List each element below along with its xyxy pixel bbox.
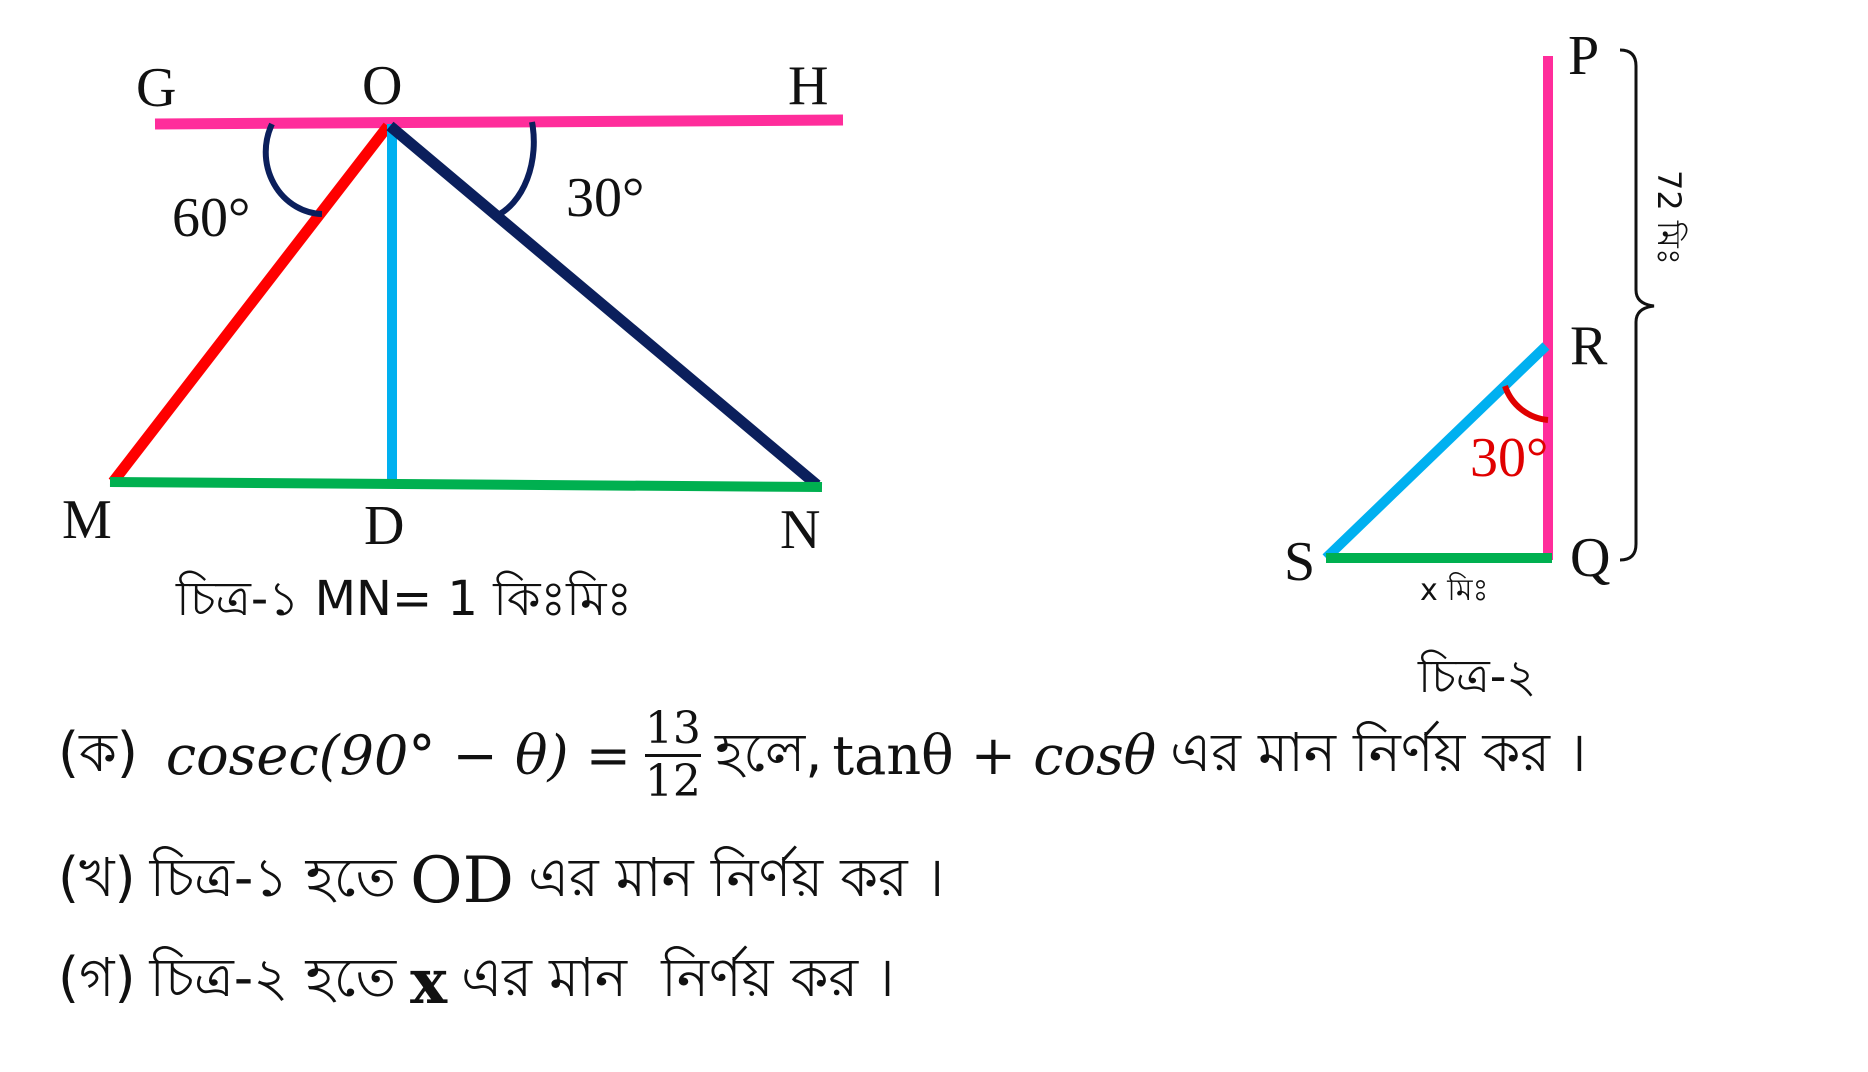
- label-S: S: [1284, 531, 1315, 593]
- figure-1-caption: চিত্র-১ MN= 1 কিঃমিঃ: [175, 571, 632, 627]
- label-M: M: [62, 489, 112, 551]
- question-ga-prefix: (গ): [58, 946, 136, 1009]
- label-D: D: [364, 495, 404, 557]
- question-ka-prefix: (ক): [58, 720, 138, 784]
- angle-label-60: 60°: [172, 187, 250, 249]
- question-kha: (খ) চিত্র-১ হতে OD এর মান নির্ণয় কর ।: [58, 836, 944, 926]
- line-MN: [109, 477, 823, 492]
- label-P: P: [1568, 25, 1599, 87]
- question-kha-text: চিত্র-১ হতে: [149, 846, 397, 909]
- angle-arc-right: [494, 121, 537, 219]
- label-N: N: [780, 499, 820, 561]
- label-O: O: [362, 55, 402, 117]
- label-R: R: [1570, 315, 1608, 377]
- question-kha-var: OD: [410, 844, 514, 918]
- brace-label-72m: 72 মিঃ: [1650, 170, 1688, 265]
- label-Q: Q: [1570, 527, 1610, 589]
- base-label-x: x মিঃ: [1420, 572, 1489, 608]
- line-OM: [108, 122, 393, 486]
- angle-arc-R: [1502, 384, 1549, 423]
- question-ga: (গ) চিত্র-২ হতে x এর মান নির্ণয় কর ।: [58, 936, 895, 1026]
- question-ka-expression-left: cosec(90° − θ) =: [165, 724, 631, 788]
- question-ga-var: x: [410, 944, 448, 1018]
- label-H: H: [788, 55, 828, 117]
- question-kha-prefix: (খ): [58, 846, 136, 909]
- angle-arc-left: [262, 122, 323, 217]
- question-ka-mid: হলে,: [714, 720, 823, 784]
- angle-label-R-30: 30°: [1470, 427, 1548, 489]
- question-ka-suffix: এর মান নির্ণয় কর ।: [1170, 720, 1587, 784]
- question-ga-text: চিত্র-২ হতে: [149, 946, 397, 1009]
- angle-label-30: 30°: [566, 167, 644, 229]
- figure-2-caption: চিত্র-২: [1417, 649, 1536, 703]
- label-G: G: [136, 57, 176, 119]
- fraction-13-12: 13 12: [644, 703, 701, 808]
- line-SR: [1322, 342, 1550, 562]
- question-ga-suffix: এর মান নির্ণয় কর ।: [461, 946, 895, 1009]
- question-kha-suffix: এর মান নির্ণয় কর ।: [527, 846, 945, 909]
- line-ON: [386, 121, 821, 490]
- line-GH: [154, 114, 844, 130]
- fraction-numerator: 13: [644, 703, 701, 754]
- question-ka-expression-right-a: tanθ +: [832, 724, 1034, 788]
- figure-1: G O H M D N 60° 30° চিত্র-১ MN= 1 কিঃমিঃ: [62, 55, 844, 627]
- question-ka-expression-right-b: cosθ: [1033, 724, 1157, 788]
- question-ka: (ক) cosec(90° − θ) = 13 12 হলে, tanθ + c…: [58, 703, 1587, 808]
- fraction-denominator: 12: [644, 756, 701, 808]
- brace-PQ: [1619, 48, 1655, 562]
- figure-2: P R Q S 30° 72 মিঃ x মিঃ চিত্র-২: [1284, 25, 1688, 703]
